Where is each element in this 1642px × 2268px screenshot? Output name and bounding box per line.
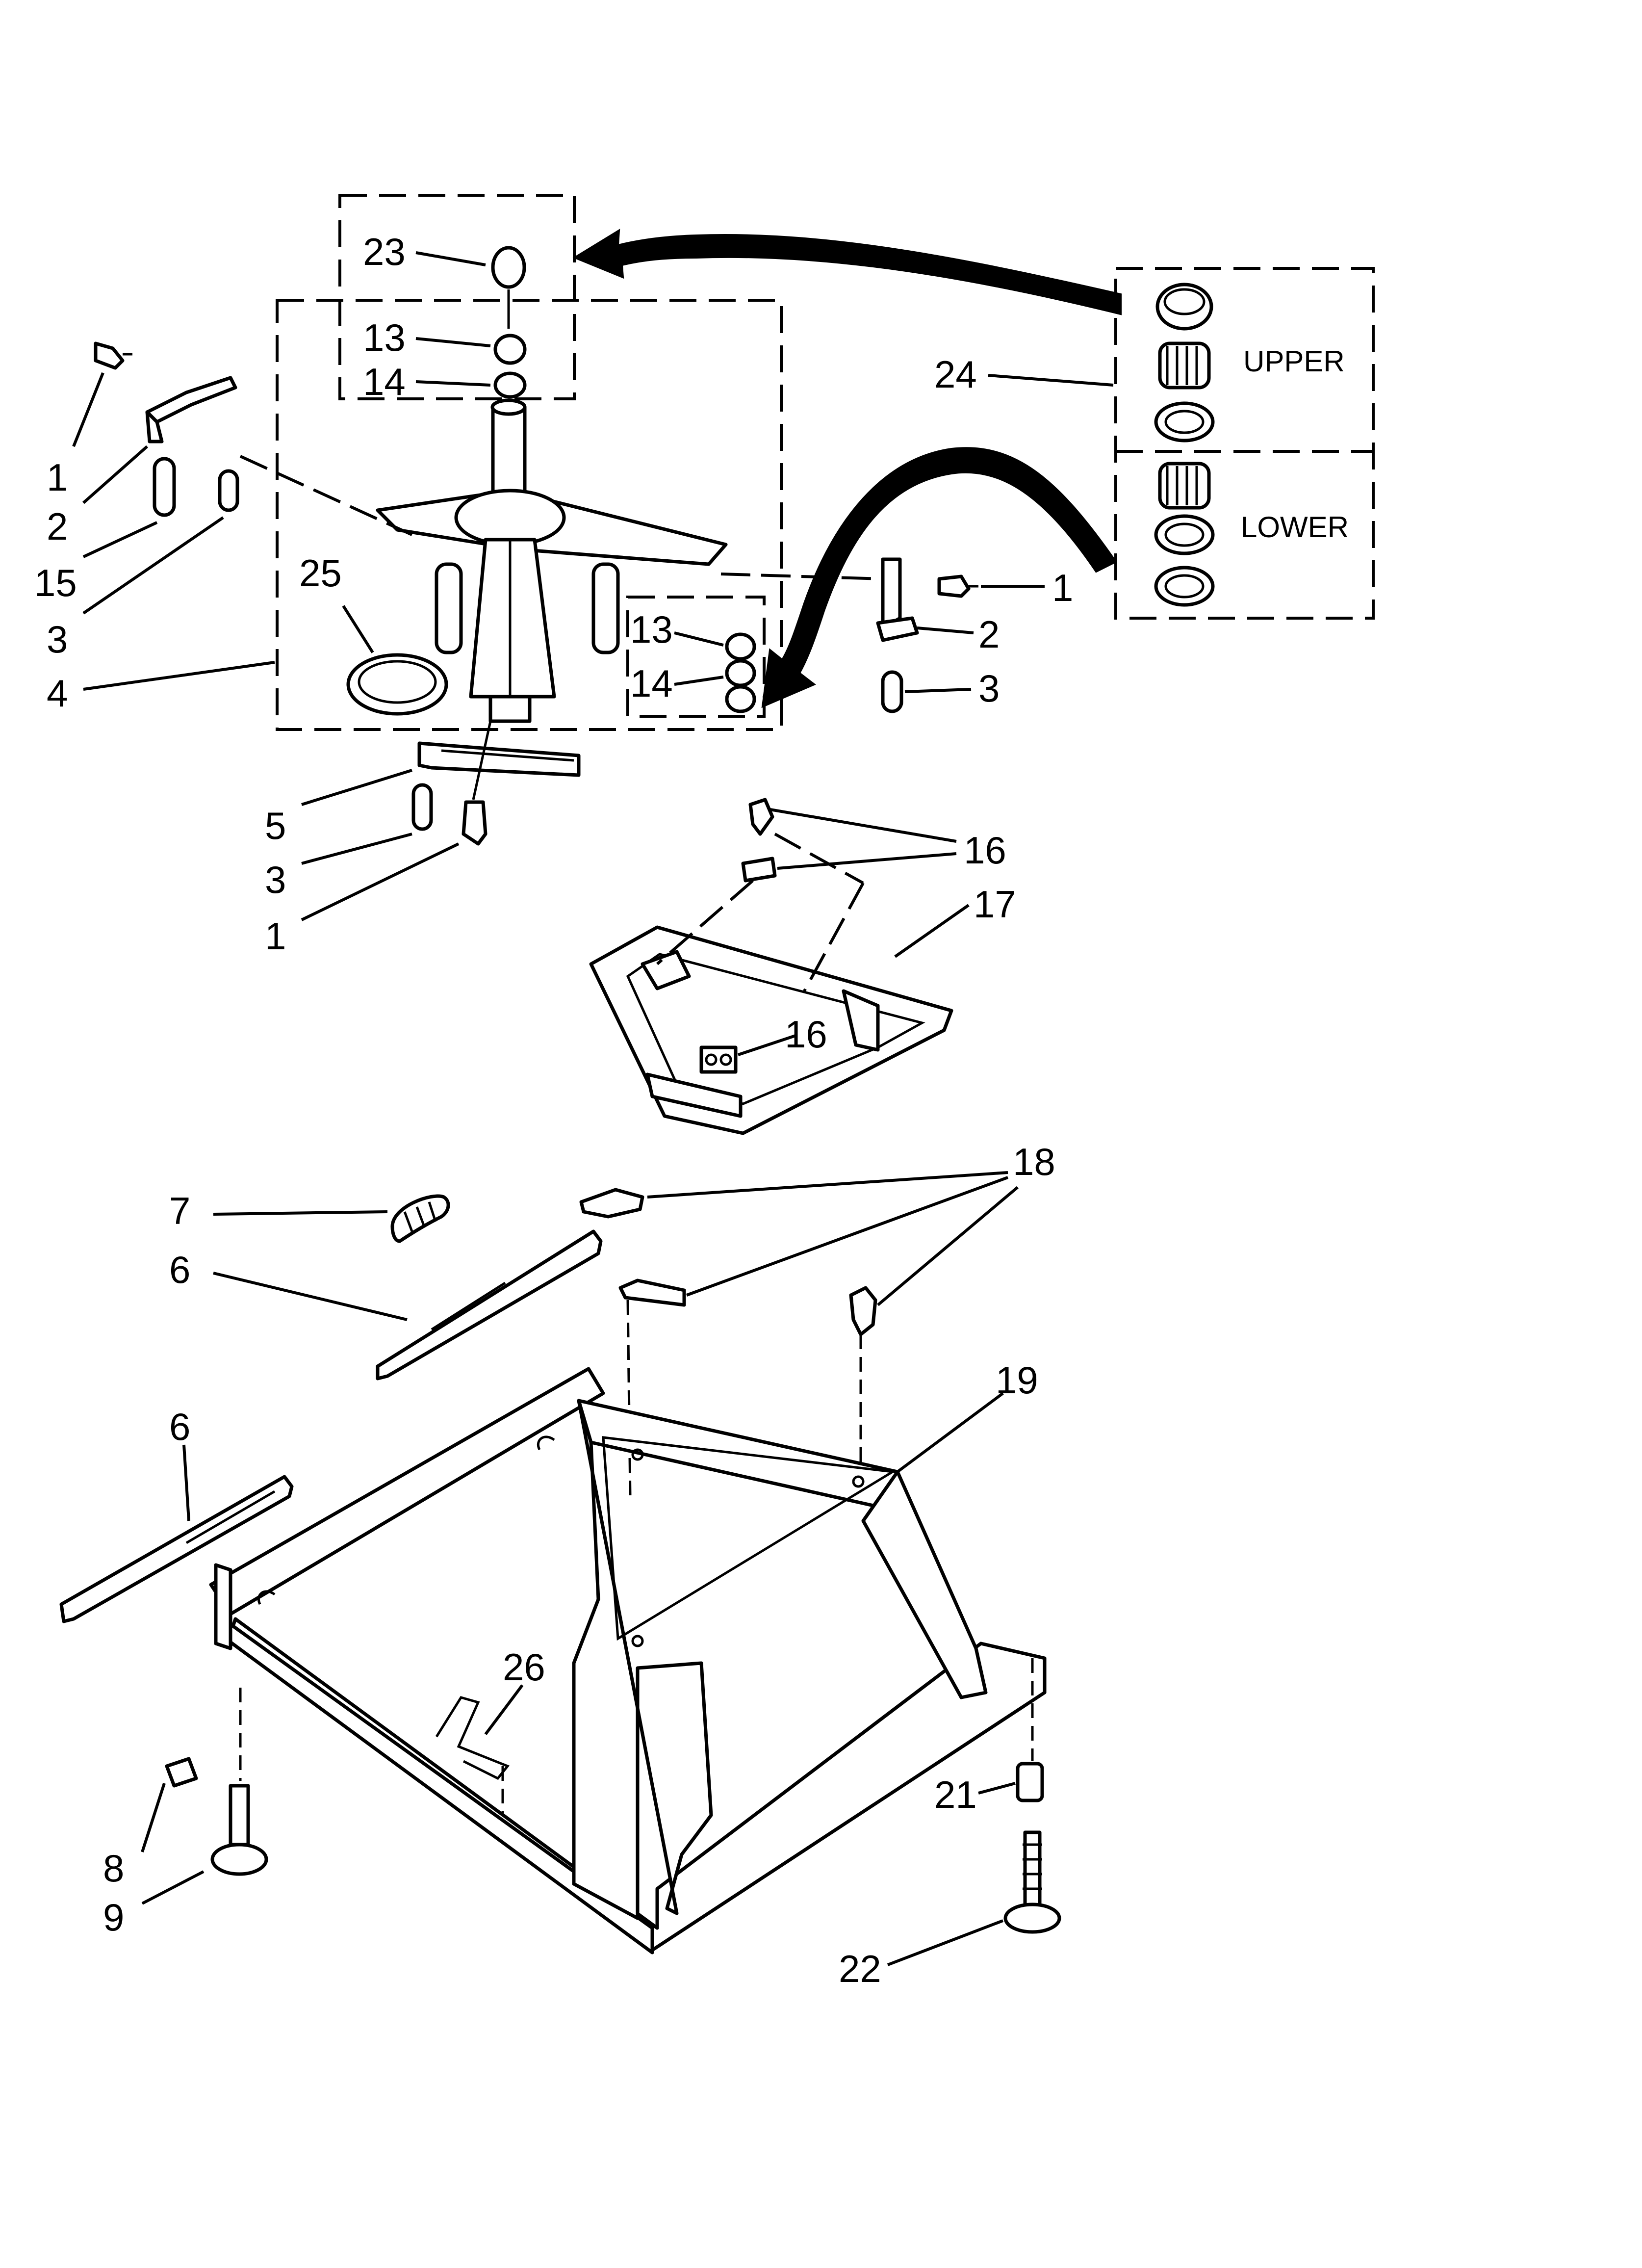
callout-6b: 6 — [169, 1405, 190, 1448]
upper-kit-arrow — [572, 229, 1122, 315]
callout-16b: 16 — [785, 1013, 827, 1056]
leveling-leg-9 — [210, 1688, 268, 1876]
callout-15: 15 — [34, 561, 77, 604]
callout-22: 22 — [839, 1947, 881, 1990]
callout-3c: 3 — [265, 858, 286, 901]
callout-23: 23 — [363, 230, 406, 273]
bracket-18-b — [618, 1278, 686, 1307]
spring — [390, 1194, 450, 1243]
callout-21: 21 — [934, 1773, 977, 1816]
callout-1b: 1 — [1052, 566, 1073, 609]
bracket-dash-1 — [626, 1300, 632, 1497]
callout-1c: 1 — [265, 914, 286, 958]
isolator-top — [748, 798, 774, 836]
tub-seal — [346, 653, 448, 716]
callout-7: 7 — [169, 1189, 190, 1232]
isolator-lower — [699, 1045, 738, 1074]
isolator-dash-3 — [803, 882, 865, 992]
base-tripod — [376, 398, 728, 723]
foot-21 — [1016, 1658, 1044, 1802]
callout-25: 25 — [299, 551, 342, 595]
bearing-bottom-kit-box — [626, 596, 766, 718]
callout-24: 24 — [934, 353, 977, 396]
callout-13b: 13 — [630, 608, 673, 651]
bearing-stack-top — [491, 246, 527, 399]
upper-label: UPPER — [1243, 345, 1345, 378]
base-assembly-box — [276, 299, 783, 731]
isolator-dash-1 — [656, 879, 754, 965]
left-bracket-group — [94, 341, 413, 536]
callout-9: 9 — [103, 1896, 124, 1939]
callout-3a: 3 — [47, 618, 68, 661]
bracket-18-a — [579, 1188, 644, 1219]
right-bracket-group — [720, 557, 978, 713]
callout-14b: 14 — [630, 662, 673, 705]
callout-1a: 1 — [47, 456, 68, 499]
foot-22 — [1003, 1830, 1061, 1934]
bearing-kit-box — [1114, 267, 1375, 620]
rod-lower — [59, 1475, 294, 1623]
lower-bearing-kit — [1154, 462, 1215, 607]
callout-26: 26 — [503, 1645, 545, 1689]
callout-8: 8 — [103, 1847, 124, 1890]
bearing-stack-bottom — [725, 632, 756, 713]
glide-8 — [165, 1757, 198, 1788]
callout-2b: 2 — [978, 613, 1000, 656]
isolator-mid — [741, 857, 777, 883]
cradle — [589, 925, 953, 1135]
bearing-top-kit-box — [338, 194, 576, 400]
lower-bracket-group — [411, 721, 581, 846]
callout-14a: 14 — [363, 360, 406, 403]
callout-6a: 6 — [169, 1248, 190, 1291]
leader-lines — [72, 251, 1114, 1966]
callout-4: 4 — [47, 672, 68, 715]
callout-5: 5 — [265, 804, 286, 847]
bracket-18-c — [849, 1286, 877, 1336]
lower-kit-arrow — [761, 447, 1117, 708]
callout-3b: 3 — [978, 667, 1000, 710]
callout-2a: 2 — [47, 505, 68, 548]
rod-upper — [376, 1229, 603, 1381]
isolator-dash-2 — [774, 833, 864, 885]
callout-13a: 13 — [363, 316, 406, 359]
lower-label: LOWER — [1241, 511, 1349, 544]
main-frame — [209, 1367, 1047, 1955]
callout-18: 18 — [1013, 1140, 1055, 1183]
clip-26 — [435, 1696, 510, 1815]
upper-bearing-kit — [1154, 283, 1215, 443]
callout-19: 19 — [996, 1358, 1038, 1402]
callout-16a: 16 — [964, 829, 1006, 872]
callout-17: 17 — [974, 883, 1016, 926]
